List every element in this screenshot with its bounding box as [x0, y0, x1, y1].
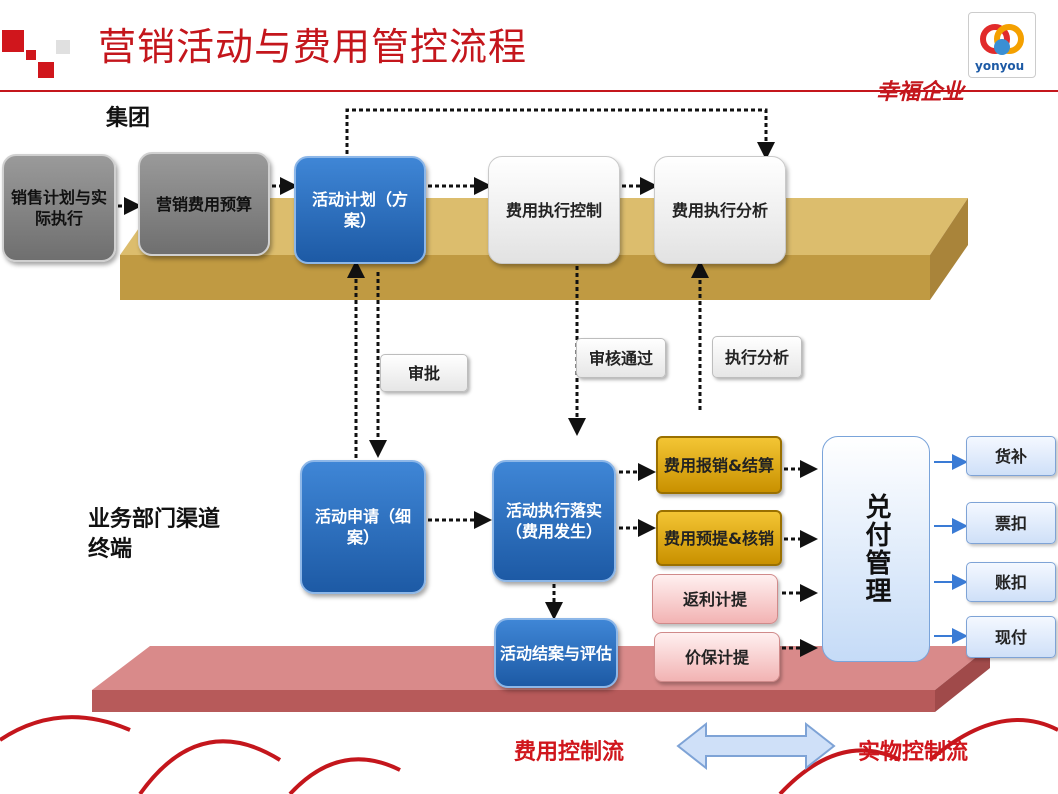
logo-mark-icon [980, 24, 1024, 55]
legend-expense-flow: 费用控制流 [514, 740, 625, 765]
legend-physical-flow: 实物控制流 [858, 740, 969, 765]
title-underline [0, 90, 1058, 92]
box-marketing-budget[interactable]: 营销费用预算 [138, 152, 270, 256]
box-activity-execute[interactable]: 活动执行落实（费用发生） [492, 460, 616, 582]
label-audit-passed: 审核通过 [576, 338, 666, 378]
page-title: 营销活动与费用管控流程 [98, 25, 528, 69]
decor-square-4 [26, 50, 36, 60]
box-rebate[interactable]: 返利计提 [652, 574, 778, 624]
decor-square-3 [56, 40, 70, 54]
box-reimburse[interactable]: 费用报销&结算 [656, 436, 782, 494]
output-invoice-deduct[interactable]: 票扣 [966, 502, 1056, 544]
decor-square-1 [2, 30, 24, 52]
watermark-text: 幸福企业 [876, 80, 965, 105]
section-label-business: 业务部门渠道终端 [88, 507, 221, 562]
decor-square-2 [38, 62, 54, 78]
box-accrual[interactable]: 费用预提&核销 [656, 510, 782, 566]
label-exec-analysis: 执行分析 [712, 336, 802, 378]
box-activity-plan[interactable]: 活动计划（方案） [294, 156, 426, 264]
output-goods-subsidy[interactable]: 货补 [966, 436, 1056, 476]
double-arrow-icon [676, 721, 836, 771]
logo-text: yonyou [975, 59, 1025, 73]
output-account-deduct[interactable]: 账扣 [966, 562, 1056, 602]
box-price-protect[interactable]: 价保计提 [654, 632, 780, 682]
box-expense-control[interactable]: 费用执行控制 [488, 156, 620, 264]
output-cash-payment[interactable]: 现付 [966, 616, 1056, 658]
box-sales-plan[interactable]: 销售计划与实际执行 [2, 154, 116, 262]
box-payment-management[interactable]: 兑付管理 [822, 436, 930, 662]
label-approval: 审批 [380, 354, 468, 392]
section-label-group: 集团 [106, 106, 151, 131]
box-activity-apply[interactable]: 活动申请（细案） [300, 460, 426, 594]
box-expense-analysis[interactable]: 费用执行分析 [654, 156, 786, 264]
yonyou-logo: yonyou [968, 12, 1036, 78]
box-activity-close[interactable]: 活动结案与评估 [494, 618, 618, 688]
